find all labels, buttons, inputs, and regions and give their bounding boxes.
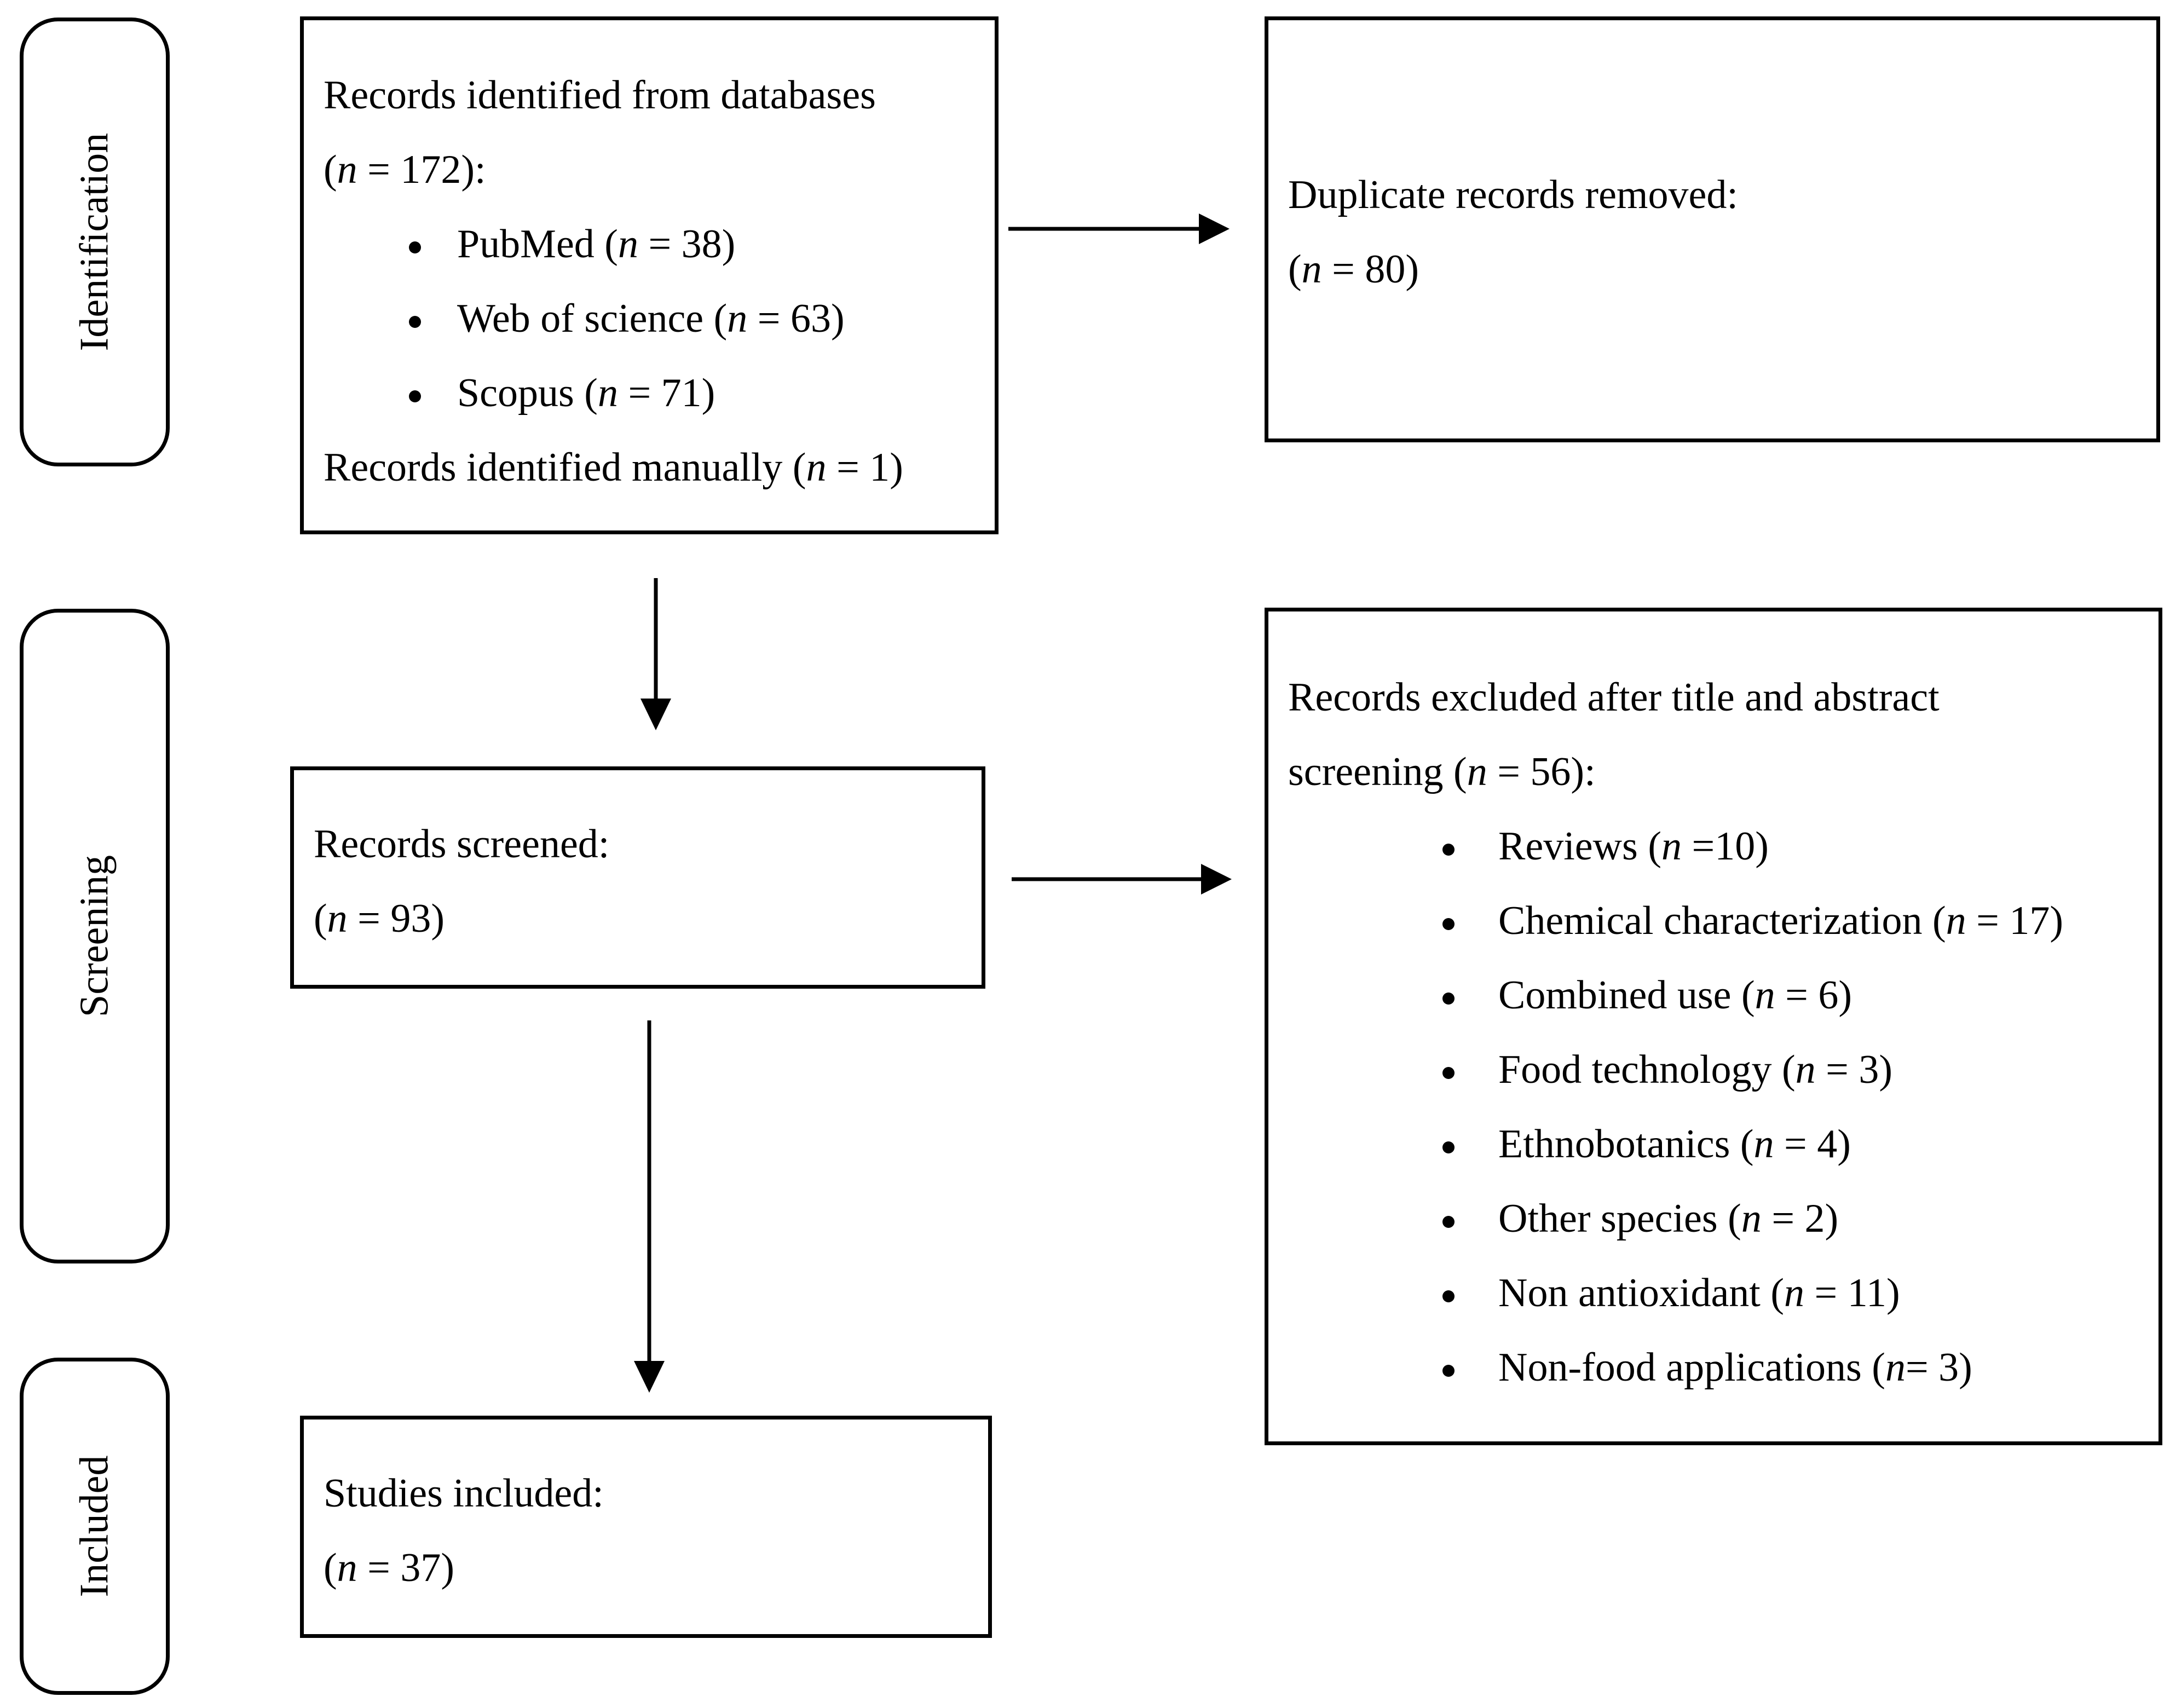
bullet-icon [1442,993,1455,1005]
identified-total: (n = 172): [324,147,486,192]
identified-item-scopus: Scopus (n = 71) [457,371,715,416]
screened-count: (n = 93) [314,896,445,941]
bullet-icon [1442,1216,1455,1228]
excluded-title: Records excluded after title and abstrac… [1288,675,1940,720]
arrowhead-right-icon [1201,864,1232,895]
identified-item-web-of-science: Web of science (n = 63) [457,296,845,341]
arrowhead-down-icon [640,699,671,730]
screened-title: Records screened: [314,822,610,867]
identified-manual: Records identified manually (n = 1) [324,445,903,490]
excluded-total: screening (n = 56): [1288,749,1596,794]
duplicates-count: (n = 80) [1288,247,1419,292]
excluded-item-ethnobotanics: Ethnobotanics (n = 4) [1498,1122,1851,1167]
records-excluded-box: Records excluded after title and abstrac… [1265,608,2162,1445]
bullet-icon [1442,918,1455,930]
identified-title: Records identified from databases [324,73,876,118]
bullet-icon [1442,1141,1455,1153]
excluded-item-chemical: Chemical characterization (n = 17) [1498,898,2064,943]
bullet-icon [1442,844,1455,856]
duplicates-title: Duplicate records removed: [1288,172,1738,217]
phase-screening: Screening [20,609,170,1263]
arrowhead-right-icon [1199,214,1230,244]
included-count: (n = 37) [324,1545,455,1590]
excluded-item-reviews: Reviews (n =10) [1498,824,1769,869]
excluded-item-other-species: Other species (n = 2) [1498,1196,1839,1241]
duplicates-removed-box: Duplicate records removed: (n = 80) [1265,16,2160,442]
bullet-icon [1442,1067,1455,1079]
bullet-icon [409,316,421,328]
included-title: Studies included: [324,1471,604,1516]
studies-included-box: Studies included: (n = 37) [300,1416,992,1638]
arrowhead-down-icon [634,1361,665,1393]
excluded-item-combined: Combined use (n = 6) [1498,973,1852,1018]
records-screened-box: Records screened: (n = 93) [290,766,985,989]
excluded-item-non-antioxidant: Non antioxidant (n = 11) [1498,1271,1900,1315]
bullet-icon [409,241,421,253]
phase-included: Included [20,1358,170,1695]
bullet-icon [1442,1290,1455,1302]
bullet-icon [409,390,421,402]
bullet-icon [1442,1365,1455,1377]
records-identified-box: Records identified from databases (n = 1… [300,16,999,534]
identified-item-pubmed: PubMed (n = 38) [457,222,736,267]
excluded-item-food-technology: Food technology (n = 3) [1498,1047,1892,1092]
phase-identification: Identification [20,18,170,466]
excluded-item-non-food: Non-food applications (n= 3) [1498,1345,1972,1390]
